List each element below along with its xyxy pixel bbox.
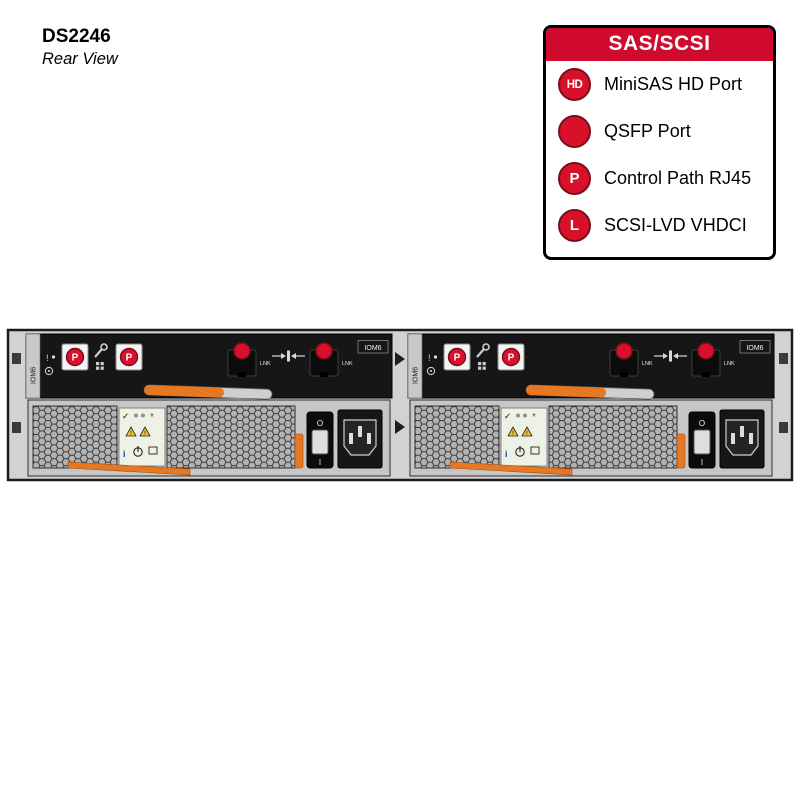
chassis-tab	[779, 422, 788, 433]
view-label: Rear View	[42, 50, 118, 68]
legend-item-label: Control Path RJ45	[604, 168, 752, 188]
legend-item-minisas-hd: HD MiniSAS HD Port	[546, 61, 773, 108]
chassis-tab	[779, 353, 788, 364]
legend-header: SAS/SCSI	[546, 28, 773, 61]
legend-item-control-path: P Control Path RJ45	[546, 155, 773, 202]
bay-left	[24, 332, 394, 478]
title-block: DS2246 Rear View	[42, 26, 118, 69]
legend-item-label: MiniSAS HD Port	[604, 74, 743, 94]
qsfp-icon	[558, 115, 591, 148]
minisas-hd-icon: HD	[558, 68, 591, 101]
bay-right	[406, 332, 776, 478]
legend-item-vhdci: L SCSI-LVD VHDCI	[546, 202, 773, 249]
chassis-tab	[12, 353, 21, 364]
vhdci-icon: L	[558, 209, 591, 242]
enclosure-diagram: IOM6 ! P	[6, 328, 794, 482]
legend-item-label: QSFP Port	[604, 121, 691, 141]
legend-item-qsfp: QSFP Port	[546, 108, 773, 155]
model-name: DS2246	[42, 26, 111, 47]
latch-arrow	[395, 420, 405, 434]
chassis-tab	[12, 422, 21, 433]
port-legend: SAS/SCSI HD MiniSAS HD Port QSFP Port P …	[543, 25, 776, 260]
legend-item-label: SCSI-LVD VHDCI	[604, 215, 747, 235]
rj45-icon: P	[558, 162, 591, 195]
latch-arrow	[395, 352, 405, 366]
